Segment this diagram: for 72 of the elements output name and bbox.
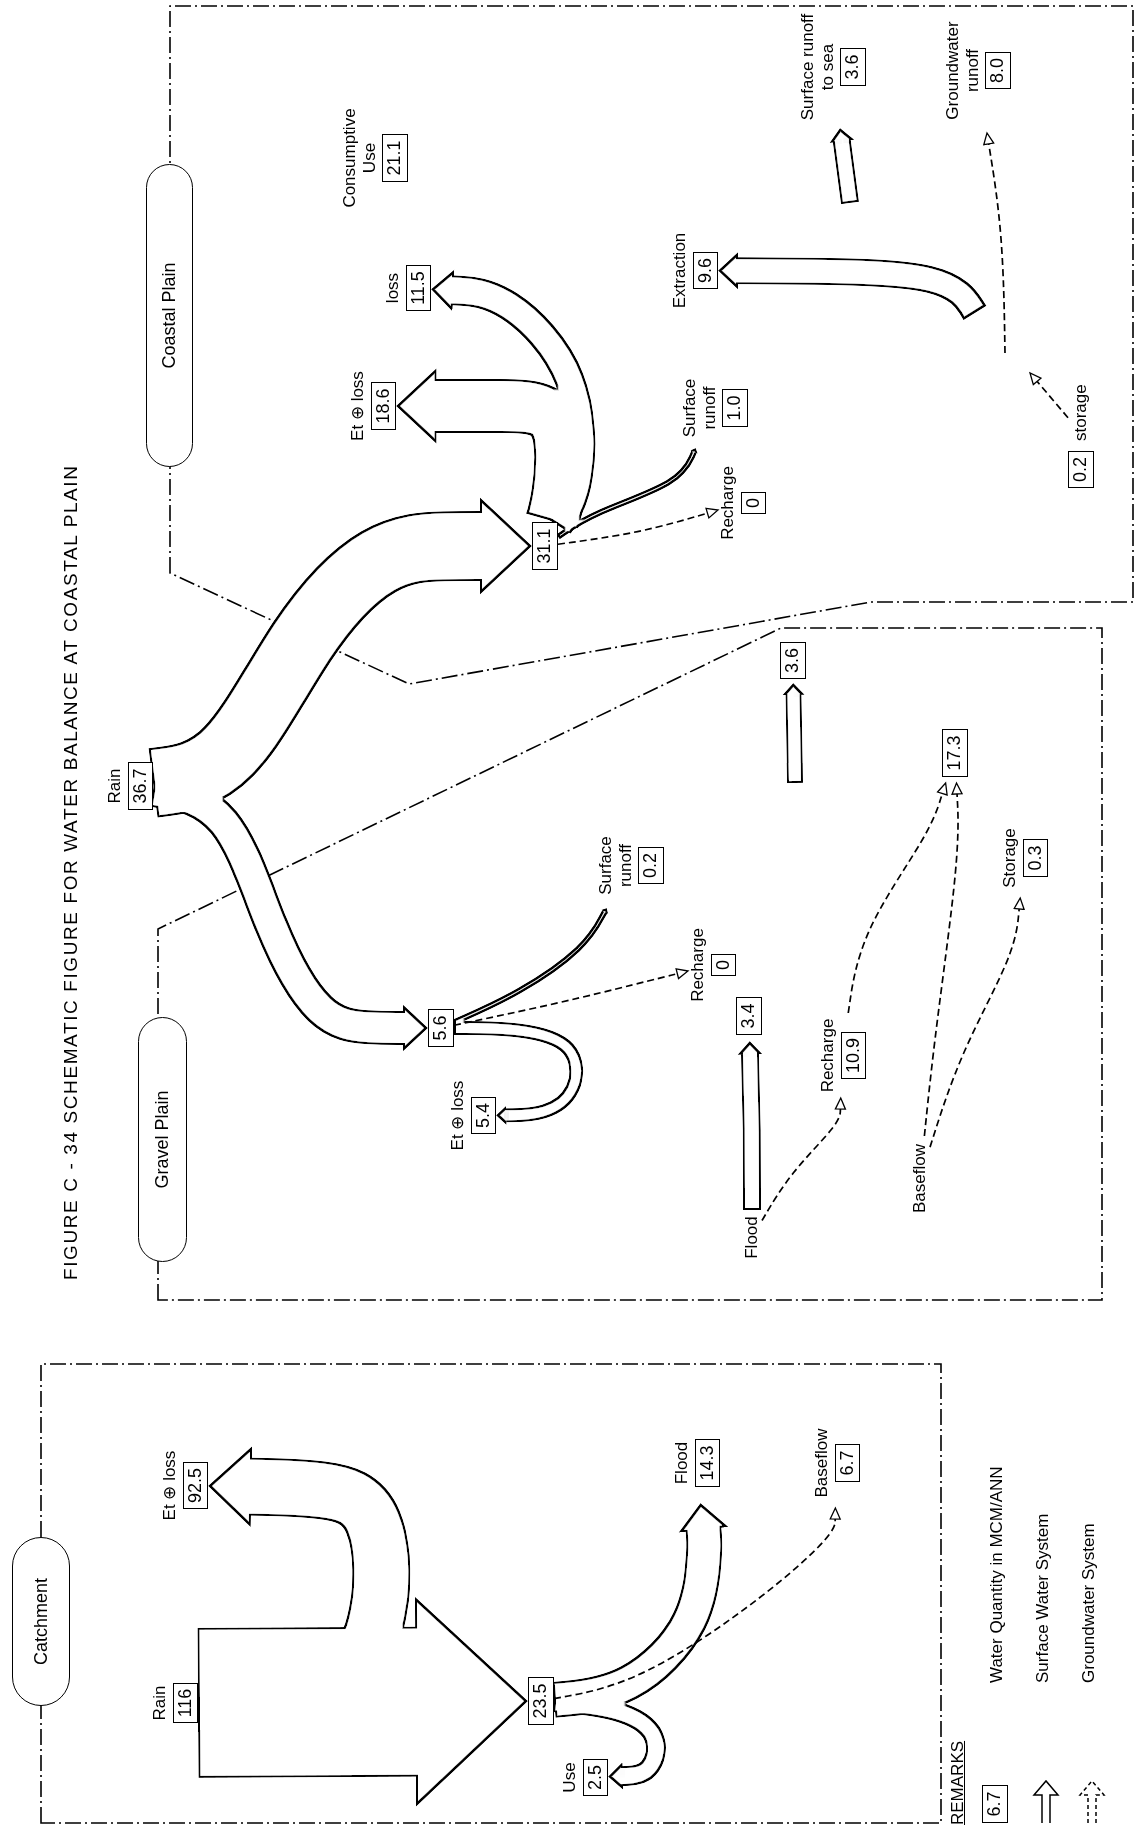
figure-title: FIGURE C - 34 SCHEMATIC FIGURE FOR WATER BALANCE AT COASTAL PLAIN [60,464,82,1280]
value-box: 36.7 [127,762,154,810]
flow-label: Baseflow [812,1428,832,1498]
flow-arrow [454,1021,584,1126]
flow-label: Et ⊕ loss [348,371,368,441]
value-box: 0.3 [1022,839,1049,877]
flow-label: Consumptive Use [340,107,380,210]
flow-arrow [197,1596,528,1807]
region-pill: Catchment [12,1537,70,1706]
value-box: 14.3 [694,1439,721,1487]
value-box: 3.6 [780,642,806,679]
legend-text: Surface Water System [1033,1513,1053,1683]
value-box: 23.5 [528,1677,554,1725]
value-box: 5.6 [428,1009,454,1047]
value-box: 18.6 [370,382,397,430]
flow-label: Surface runoff [596,835,636,897]
flow-arrow [718,251,987,321]
flow-label: Recharge [718,466,738,540]
groundwater-arrow [1029,372,1069,419]
value-box: 5.4 [470,1097,497,1134]
value-box: 0 [740,492,767,514]
value-box: 3.4 [736,997,762,1035]
value-box: 8.0 [985,52,1011,89]
flow-label: Rain [150,1685,170,1721]
flow-label: Rain [105,768,125,804]
flow-label: Groundwater runoff [943,20,983,122]
flow-label: Et ⊕ loss [448,1080,468,1151]
flow-label: Et ⊕ loss [160,1450,180,1521]
flow-arrow [431,269,596,535]
value-box: 6.7 [982,1785,1008,1823]
value-box: 0.2 [638,847,664,884]
value-box: 0 [710,954,737,976]
groundwater-arrow [761,1097,847,1222]
value-box: 10.9 [840,1032,867,1080]
flow-label: storage [1071,384,1091,441]
value-box: 2.5 [582,1759,609,1796]
flow-arrow [829,128,859,205]
flow-label: Recharge [818,1018,838,1093]
flow-label: Recharge [688,928,708,1002]
value-box: 11.5 [405,265,432,311]
value-box: 9.6 [692,252,719,289]
value-box: 92.5 [182,1462,209,1510]
value-box: 31.1 [532,522,558,570]
legend-text: Groundwater System [1079,1523,1099,1683]
flow-label: Use [560,1762,580,1793]
value-box: 116 [172,1682,199,1724]
flow-label: Baseflow [910,1136,930,1221]
value-box: 3.6 [840,48,866,86]
flow-arrow [737,1041,763,1210]
flow-label: Extraction [670,232,690,309]
groundwater-arrow [983,132,1006,354]
legend-text: Water Quantity in MCM/ANN [987,1466,1007,1683]
value-box: 1.0 [722,389,748,427]
flow-label: Storage [1000,828,1020,888]
region-pill: Coastal Plain [146,164,193,467]
region-pill: Gravel Plain [138,1017,187,1262]
flow-arrow [782,683,805,784]
flow-label: Flood [672,1441,692,1485]
value-box: 6.7 [834,1444,861,1482]
flow-label: loss [383,272,403,304]
value-box: 17.3 [942,729,968,777]
flow-label: Surface runoff [680,377,720,440]
flow-label: Flood [742,1210,762,1265]
groundwater-arrow [923,782,963,1137]
flow-label: Surface runoff to sea [798,12,838,123]
flow-arrow [556,448,698,540]
value-box: 0.2 [1068,450,1094,488]
section-heading: REMARKS [948,1740,968,1825]
value-box: 21.1 [382,134,408,182]
groundwater-arrow [929,897,1025,1148]
groundwater-arrow [847,782,948,1014]
groundwater-arrow [557,507,719,546]
